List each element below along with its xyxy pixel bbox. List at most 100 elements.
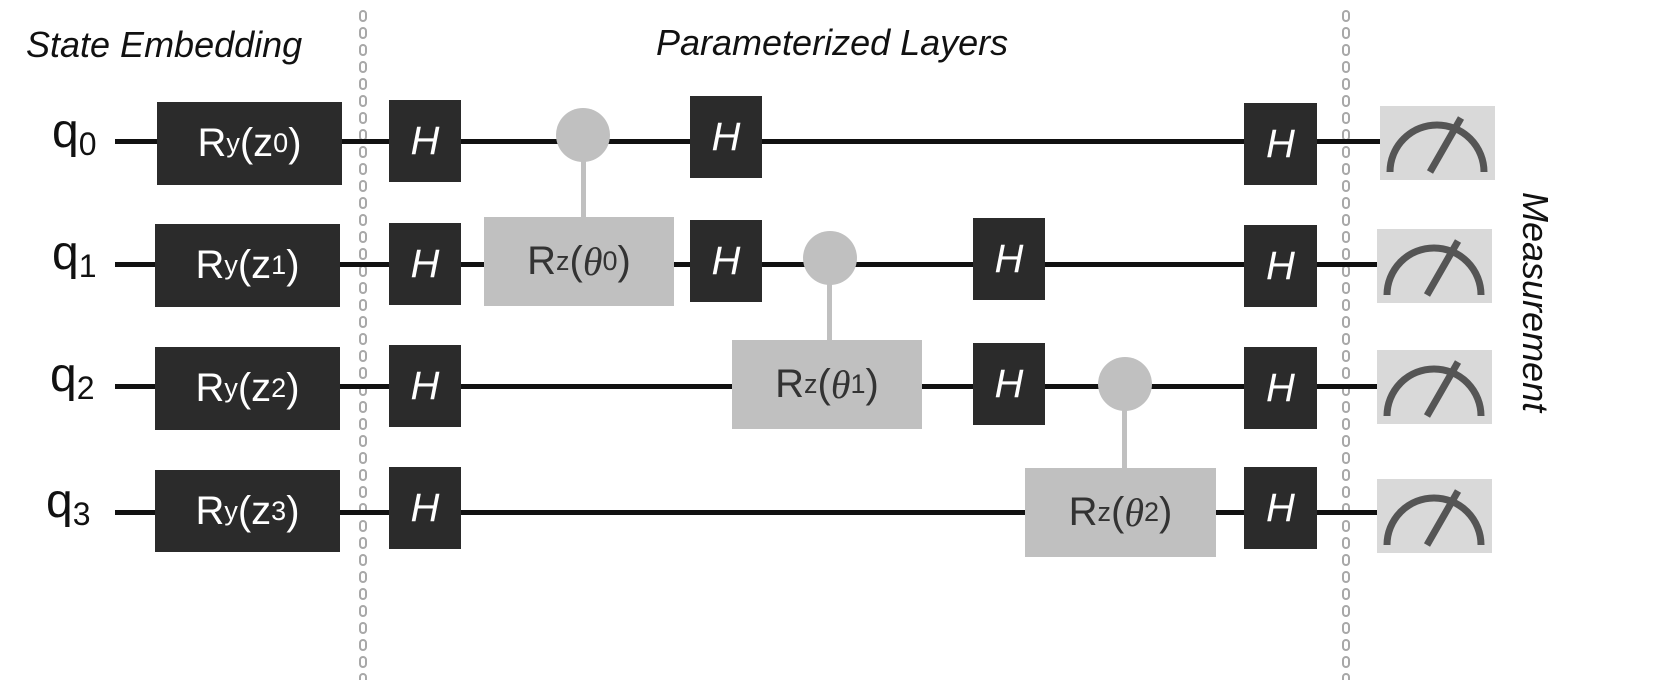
divider-dash (359, 10, 367, 22)
divider-dash (1342, 333, 1350, 345)
divider-dash (359, 214, 367, 226)
divider-dash (1342, 44, 1350, 56)
divider-dash (1342, 316, 1350, 328)
divider-dash (359, 248, 367, 260)
divider-dash (1342, 299, 1350, 311)
divider-dash (1342, 639, 1350, 651)
divider-dash (359, 350, 367, 362)
measurement-meter-icon (1377, 229, 1492, 303)
divider-dash (1342, 554, 1350, 566)
divider-dash (1342, 571, 1350, 583)
section-label-parameterized-layers: Parameterized Layers (656, 22, 1009, 63)
measurement-meter-icon (1377, 350, 1492, 424)
divider-dash (1342, 622, 1350, 634)
divider-dash (1342, 452, 1350, 464)
divider-dash (1342, 146, 1350, 158)
divider-dash (1342, 656, 1350, 668)
divider-dash (1342, 112, 1350, 124)
divider-dash (1342, 180, 1350, 192)
divider-dash (359, 418, 367, 430)
section-label-state-embedding: State Embedding (26, 24, 303, 65)
divider-dash (359, 435, 367, 447)
divider-dash (359, 231, 367, 243)
divider-dash (359, 486, 367, 498)
control-line-theta0 (581, 136, 586, 220)
divider-dash (359, 452, 367, 464)
divider-dash (1342, 486, 1350, 498)
divider-dash (1342, 248, 1350, 260)
hadamard-gate-q0-final: H (1244, 103, 1317, 185)
divider-dash (359, 605, 367, 617)
hadamard-gate-q1-1: H (389, 223, 461, 305)
hadamard-gate-q1-final: H (1244, 225, 1317, 307)
divider-dash (359, 367, 367, 379)
divider-dash (1342, 469, 1350, 481)
divider-dash (359, 299, 367, 311)
hadamard-gate-q3-1: H (389, 467, 461, 549)
hadamard-gate-q0-2: H (690, 96, 762, 178)
qubit-label-3: q3 (46, 475, 91, 532)
measurement-meter-icon (1380, 106, 1495, 180)
divider-dash (1342, 537, 1350, 549)
divider-dash (1342, 588, 1350, 600)
divider-dash (359, 316, 367, 328)
qubit-label-0: q0 (52, 105, 97, 162)
divider-dash (1342, 95, 1350, 107)
divider-dash (359, 401, 367, 413)
control-dot-theta0 (556, 108, 610, 162)
divider-dash (1342, 418, 1350, 430)
hadamard-gate-q3-final: H (1244, 467, 1317, 549)
divider-dash (1342, 78, 1350, 90)
hadamard-gate-q2-1: H (389, 345, 461, 427)
divider-dash (359, 639, 367, 651)
hadamard-gate-q1-2: H (690, 220, 762, 302)
divider-dash (1342, 605, 1350, 617)
divider-dash (1342, 282, 1350, 294)
divider-dash (1342, 214, 1350, 226)
control-dot-theta1 (803, 231, 857, 285)
divider-dash (359, 78, 367, 90)
divider-dash (359, 197, 367, 209)
divider-dash (1342, 10, 1350, 22)
divider-dash (1342, 27, 1350, 39)
qubit-wire-3 (115, 510, 1385, 515)
divider-dash (359, 163, 367, 175)
section-label-measurement: Measurement (1515, 192, 1556, 413)
divider-dash (1342, 401, 1350, 413)
divider-dash (1342, 520, 1350, 532)
hadamard-gate-q2-2: H (973, 343, 1045, 425)
divider-dash (359, 520, 367, 532)
divider-dash (359, 95, 367, 107)
divider-dash (359, 673, 367, 680)
measurement-meter-icon (1377, 479, 1492, 553)
hadamard-gate-q2-final: H (1244, 347, 1317, 429)
control-dot-theta2 (1098, 357, 1152, 411)
divider-dash (359, 27, 367, 39)
divider-layers-measurement (1342, 0, 1352, 680)
divider-dash (359, 588, 367, 600)
control-line-theta1 (827, 258, 832, 342)
hadamard-gate-q1-3: H (973, 218, 1045, 300)
divider-dash (359, 112, 367, 124)
divider-dash (1342, 61, 1350, 73)
hadamard-gate-q0-1: H (389, 100, 461, 182)
divider-dash (359, 622, 367, 634)
divider-dash (359, 61, 367, 73)
divider-embedding-layers (359, 0, 369, 680)
divider-dash (1342, 435, 1350, 447)
divider-dash (359, 537, 367, 549)
divider-dash (1342, 673, 1350, 680)
divider-dash (1342, 197, 1350, 209)
control-line-theta2 (1122, 380, 1127, 472)
divider-dash (359, 656, 367, 668)
divider-dash (359, 282, 367, 294)
divider-dash (359, 571, 367, 583)
divider-dash (1342, 231, 1350, 243)
